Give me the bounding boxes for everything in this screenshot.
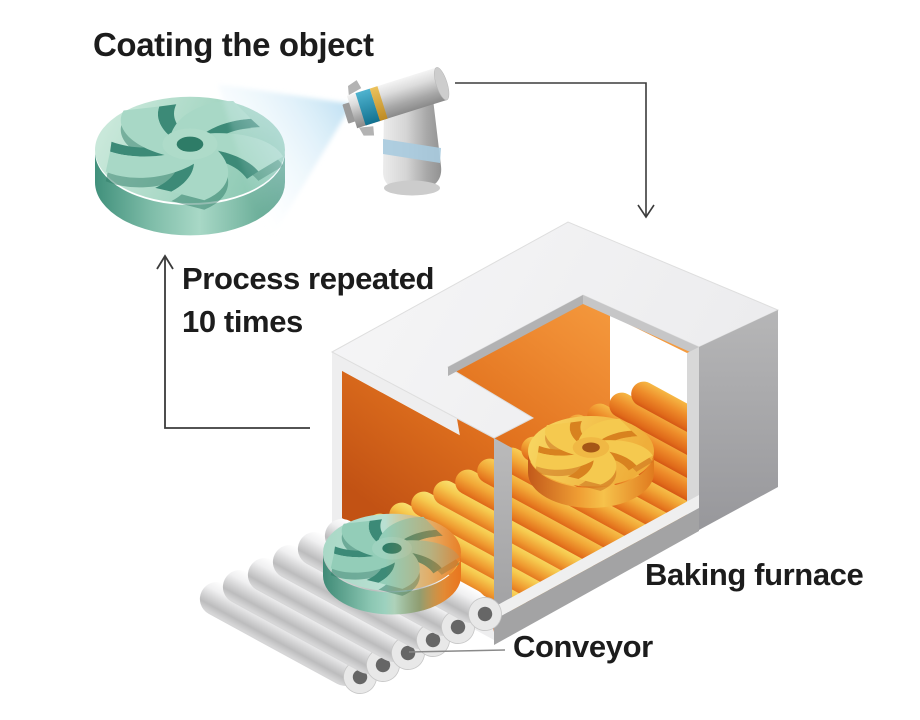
furnace-cut-band-left — [448, 295, 583, 376]
spray-gun-barrel — [342, 67, 450, 136]
arrow-to-furnace — [455, 82, 655, 219]
impeller-entering-furnace — [319, 511, 461, 615]
furnace-bottom-cut — [494, 508, 699, 645]
conveyor-pointer-line — [408, 649, 506, 653]
arrow-repeat — [156, 254, 310, 429]
spray-gun-body-cap — [384, 180, 440, 196]
conveyor-label: Conveyor — [513, 629, 653, 664]
process-repeated-label-line2: 10 times — [182, 304, 303, 339]
spray-gun — [342, 67, 450, 196]
coating-station — [90, 67, 450, 248]
spray-cone — [218, 84, 352, 248]
process-repeated-label-line1: Process repeated — [182, 261, 435, 296]
furnace-right-face — [699, 310, 778, 530]
baking-furnace-label: Baking furnace — [645, 557, 864, 592]
furnace-cut-band-right — [583, 295, 699, 356]
furnace-exit-jamb — [687, 347, 699, 526]
diagram-title: Coating the object — [93, 26, 374, 63]
furnace-front-post — [494, 438, 512, 626]
impeller-baking — [524, 414, 654, 508]
spray-gun-body — [383, 91, 442, 192]
spray-gun-body-band — [383, 139, 441, 163]
furnace-floor-sill — [494, 495, 699, 620]
